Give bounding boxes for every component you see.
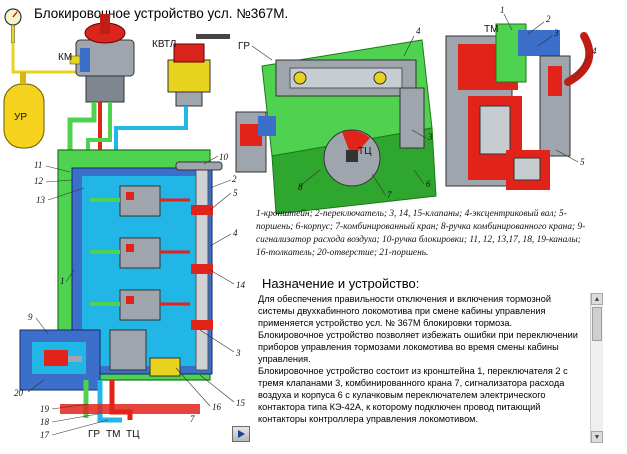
label-top-7: 7 xyxy=(387,190,392,200)
pressure-gauge-icon xyxy=(4,8,22,44)
label-14: 14 xyxy=(236,280,246,290)
label-top-3: 3 xyxy=(427,132,433,142)
label-4: 4 xyxy=(233,228,238,238)
label-9: 9 xyxy=(28,312,33,322)
label-top-4: 4 xyxy=(416,26,421,36)
label-right-4: 4 xyxy=(592,46,597,56)
label-bottom-gr: ГР xyxy=(88,429,100,440)
label-16: 16 xyxy=(212,402,222,412)
label-ur: УР xyxy=(14,112,27,123)
label-top-6: 6 xyxy=(426,179,431,189)
next-button[interactable] xyxy=(232,426,250,442)
driver-valve-km-icon xyxy=(69,14,135,103)
label-20: 20 xyxy=(14,388,24,398)
label-right-5: 5 xyxy=(580,157,585,167)
label-5: 5 xyxy=(233,188,238,198)
description-paragraph-2: Блокировочное устройство позволяет избеж… xyxy=(258,330,578,364)
label-km: КМ xyxy=(58,52,72,63)
label-tm: ТМ xyxy=(484,24,498,35)
label-gr: ГР xyxy=(238,41,250,52)
play-triangle-icon xyxy=(238,430,245,438)
auxiliary-valve-kvtl-icon xyxy=(167,34,230,107)
label-17: 17 xyxy=(40,430,50,440)
label-12: 12 xyxy=(34,176,44,186)
label-kvtl: КВТЛ xyxy=(152,39,176,50)
section-cutaway-view xyxy=(445,23,594,190)
label-15: 15 xyxy=(236,398,246,408)
label-right-2: 2 xyxy=(546,14,551,24)
description-text-panel[interactable]: Для обеспечения правильности отключения … xyxy=(258,293,588,443)
section-heading: Назначение и устройство: xyxy=(262,276,420,291)
scroll-thumb[interactable] xyxy=(592,307,602,341)
label-19: 19 xyxy=(40,404,50,414)
label-right-1: 1 xyxy=(500,5,505,15)
scroll-up-icon[interactable]: ▲ xyxy=(591,293,603,305)
description-scrollbar[interactable]: ▲ ▼ xyxy=(590,293,603,443)
label-2: 2 xyxy=(232,174,237,184)
parts-legend: 1-кронштейн; 2-переключатель; 3, 14, 15-… xyxy=(256,209,586,258)
label-tc: ТЦ xyxy=(358,146,372,157)
label-13: 13 xyxy=(36,195,46,205)
label-3: 3 xyxy=(235,348,241,358)
label-11: 11 xyxy=(34,160,42,170)
label-bottom-tm: ТМ xyxy=(106,429,120,440)
label-18: 18 xyxy=(40,417,50,427)
housing-isometric-view xyxy=(235,39,437,215)
label-bottom-tc: ТЦ xyxy=(126,429,140,440)
label-1: 1 xyxy=(60,276,65,286)
page-title: Блокировочное устройство усл. №367М. xyxy=(34,6,289,21)
scroll-down-icon[interactable]: ▼ xyxy=(591,431,603,443)
label-right-3: 3 xyxy=(553,28,559,38)
description-paragraph-3: Блокировочное устройство состоит из крон… xyxy=(258,366,568,424)
device-body xyxy=(57,149,223,381)
description-paragraph-1: Для обеспечения правильности отключения … xyxy=(258,294,551,328)
reservoir-icon xyxy=(3,72,45,149)
label-7: 7 xyxy=(190,414,195,424)
air-flow-signaller-icon xyxy=(19,329,101,391)
label-top-8: 8 xyxy=(298,182,303,192)
label-10: 10 xyxy=(219,152,229,162)
